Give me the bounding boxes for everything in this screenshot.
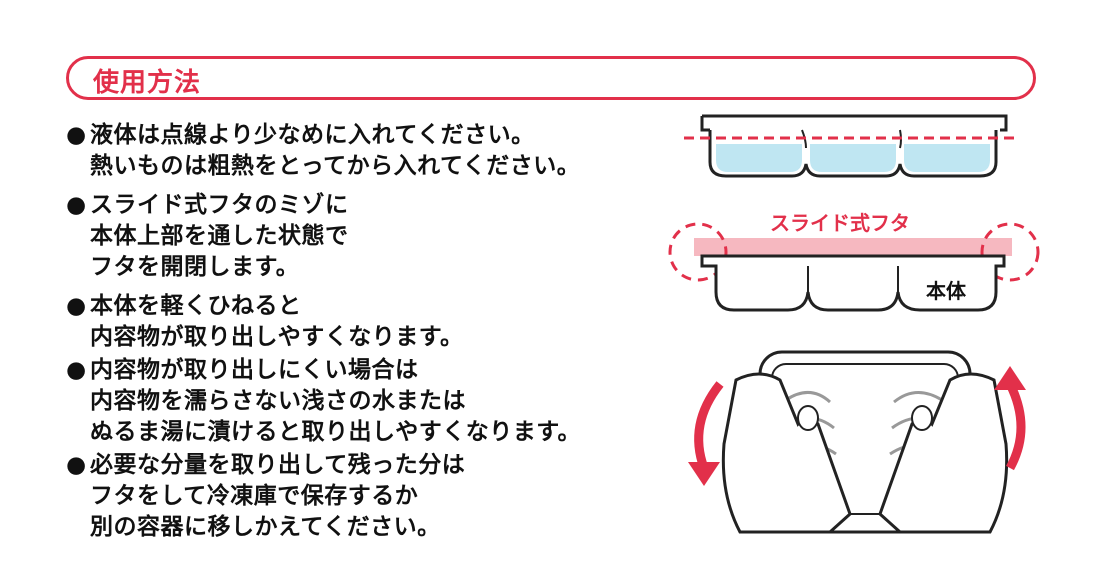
section-title: 使用方法 [93, 68, 202, 98]
right-thumb [911, 405, 933, 431]
rotate-arrow-left [694, 381, 724, 470]
instruction-list: ●液体は点線より少なめに入れてください。 熱いものは粗熱をとってから入れてくださ… [66, 120, 676, 543]
instruction-line: フタをして冷凍庫で保存するか [90, 483, 419, 509]
tray-rim [702, 114, 1008, 132]
rotate-arrow-right [1005, 381, 1026, 471]
tray-body [708, 130, 998, 178]
instruction-line: スライド式フタのミゾに [90, 192, 349, 218]
liquid-compartment-3 [904, 144, 990, 172]
bullet-icon: ● [66, 357, 87, 383]
bullet-icon: ● [66, 122, 87, 148]
body-label: 本体 [926, 279, 967, 303]
instruction-line: 本体を軽くひねると [90, 293, 302, 319]
instruction-line: 内容物が取り出しにくい場合は [90, 357, 419, 383]
instruction-item: ●本体を軽くひねると 内容物が取り出しやすくなります。 [66, 291, 676, 353]
slide-lid-illustration: スライド式フタ 本体 [668, 211, 1040, 312]
instruction-line: フタを開閉します。 [90, 254, 300, 280]
instruction-item: ●内容物が取り出しにくい場合は 内容物を濡らさない浅さの水または ぬるま湯に漬け… [66, 355, 676, 448]
instruction-item: ●液体は点線より少なめに入れてください。 熱いものは粗熱をとってから入れてくださ… [66, 120, 676, 182]
instruction-line: 熱いものは粗熱をとってから入れてください。 [90, 153, 581, 179]
liquid-compartment-2 [810, 144, 896, 172]
arrow-up-icon [994, 366, 1026, 390]
twist-illustration [688, 350, 1026, 534]
container-body [700, 254, 1006, 312]
bullet-icon: ● [66, 452, 87, 478]
section-header: 使用方法 [66, 56, 1036, 100]
arrow-down-icon [688, 462, 720, 486]
lid-highlight [694, 238, 1012, 256]
bullet-icon: ● [66, 192, 87, 218]
lid-label: スライド式フタ [770, 211, 910, 235]
instruction-line: 本体上部を通した状態で [90, 223, 349, 249]
liquid-compartment-1 [716, 144, 802, 172]
instruction-line: ぬるま湯に漬けると取り出しやすくなります。 [90, 419, 581, 445]
instruction-line: 内容物を濡らさない浅さの水または [90, 388, 466, 414]
fill-line-illustration [684, 114, 1016, 178]
instruction-line: 液体は点線より少なめに入れてください。 [90, 122, 535, 148]
instruction-line: 内容物が取り出しやすくなります。 [90, 324, 464, 350]
lid-groove-right [980, 222, 1040, 282]
left-thumb [797, 405, 819, 431]
instruction-item: ●必要な分量を取り出して残った分は フタをして冷凍庫で保存するか 別の容器に移し… [66, 450, 676, 543]
instruction-line: 別の容器に移しかえてください。 [90, 514, 441, 540]
instruction-item: ●スライド式フタのミゾに 本体上部を通した状態で フタを開閉します。 [66, 190, 676, 283]
bullet-icon: ● [66, 293, 87, 319]
lid-groove-left [668, 222, 728, 282]
instruction-line: 必要な分量を取り出して残った分は [90, 452, 466, 478]
